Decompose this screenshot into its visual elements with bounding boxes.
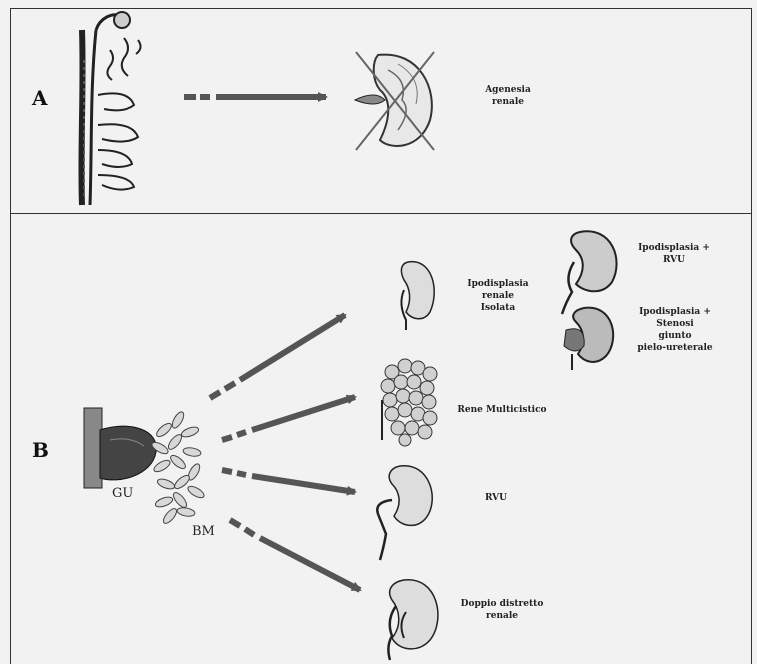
label-ipodisplasia-rvu-line2: RVU — [624, 254, 724, 266]
arrow-b-2 — [222, 397, 355, 440]
kidney-duplex — [388, 580, 438, 660]
gu-drawing — [84, 408, 156, 488]
label-ipodisplasia-rvu-line1: Ipodisplasia + — [624, 242, 724, 254]
arrow-b-4 — [230, 520, 360, 590]
arrow-b-1 — [210, 315, 345, 398]
kidney-multicystic — [381, 359, 437, 446]
bm-cluster — [150, 410, 206, 525]
label-ipodisplasia-isolata: Ipodisplasia renale Isolata — [456, 278, 540, 314]
panel-b-letter: B — [32, 438, 49, 462]
bm-label: BM — [192, 524, 215, 539]
label-rvu: RVU — [476, 492, 516, 504]
label-doppio-distretto: Doppio distretto renale — [452, 598, 552, 622]
gu-label: GU — [112, 486, 133, 501]
label-ipodisplasia-isolata-line2: renale — [456, 290, 540, 302]
label-ipodisplasia-stenosi-line3: giunto — [620, 330, 730, 342]
label-ipodisplasia-stenosi-line2: Stenosi — [620, 318, 730, 330]
label-ipodisplasia-stenosi-line4: pielo-ureterale — [620, 342, 730, 354]
arrow-b-3 — [222, 470, 355, 492]
label-ipodisplasia-isolata-line3: Isolata — [456, 302, 540, 314]
label-ipodisplasia-stenosi: Ipodisplasia + Stenosi giunto pielo-uret… — [620, 306, 730, 354]
label-doppio-distretto-line2: renale — [452, 610, 552, 622]
label-ipodisplasia-stenosi-line1: Ipodisplasia + — [620, 306, 730, 318]
label-rene-multicistico: Rene Multicistico — [452, 404, 552, 416]
label-agenesia-line1: Agenesia — [470, 84, 546, 96]
kidney-hypodysplasia-rvu — [562, 231, 617, 314]
label-ipodisplasia-rvu: Ipodisplasia + RVU — [624, 242, 724, 266]
kidney-hypodysplasia-stenosis — [564, 308, 613, 370]
label-doppio-distretto-line1: Doppio distretto — [452, 598, 552, 610]
panel-a-letter: A — [32, 86, 48, 110]
kidney-hypodysplasia-isolated — [401, 262, 434, 330]
mesonephros-drawing — [81, 12, 140, 205]
kidney-crossed — [355, 52, 434, 150]
label-agenesia: Agenesia renale — [470, 84, 546, 108]
label-agenesia-line2: renale — [470, 96, 546, 108]
label-ipodisplasia-isolata-line1: Ipodisplasia — [456, 278, 540, 290]
kidney-rvu — [377, 466, 432, 560]
